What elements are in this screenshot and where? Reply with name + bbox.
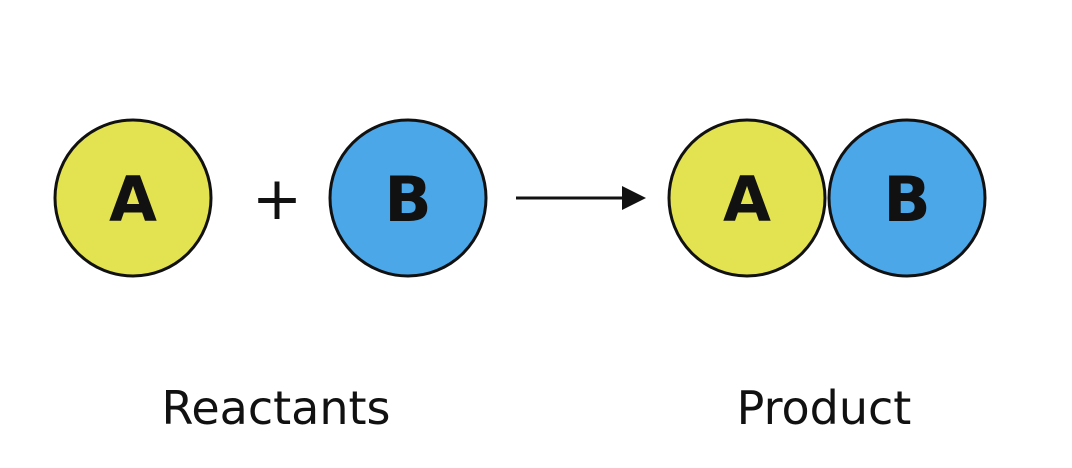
product-atom-a-label: A	[723, 163, 771, 236]
right-arrow-icon	[516, 186, 646, 210]
product-atom-a-circle	[667, 118, 827, 278]
product-atom-b: B	[827, 118, 987, 278]
reactant-atom-b: B	[328, 118, 488, 278]
reactant-atom-a: A	[53, 118, 213, 278]
reactant-atom-b-label: B	[384, 163, 431, 236]
reactant-atom-b-circle	[328, 118, 488, 278]
plus-operator: +	[252, 164, 302, 234]
reactants-caption: Reactants	[161, 381, 390, 435]
reactant-atom-a-circle	[53, 118, 213, 278]
product-atom-b-circle	[827, 118, 987, 278]
product-caption: Product	[737, 381, 912, 435]
reactant-atom-a-label: A	[109, 163, 157, 236]
product-atom-a: A	[667, 118, 827, 278]
product-atom-b-label: B	[883, 163, 930, 236]
